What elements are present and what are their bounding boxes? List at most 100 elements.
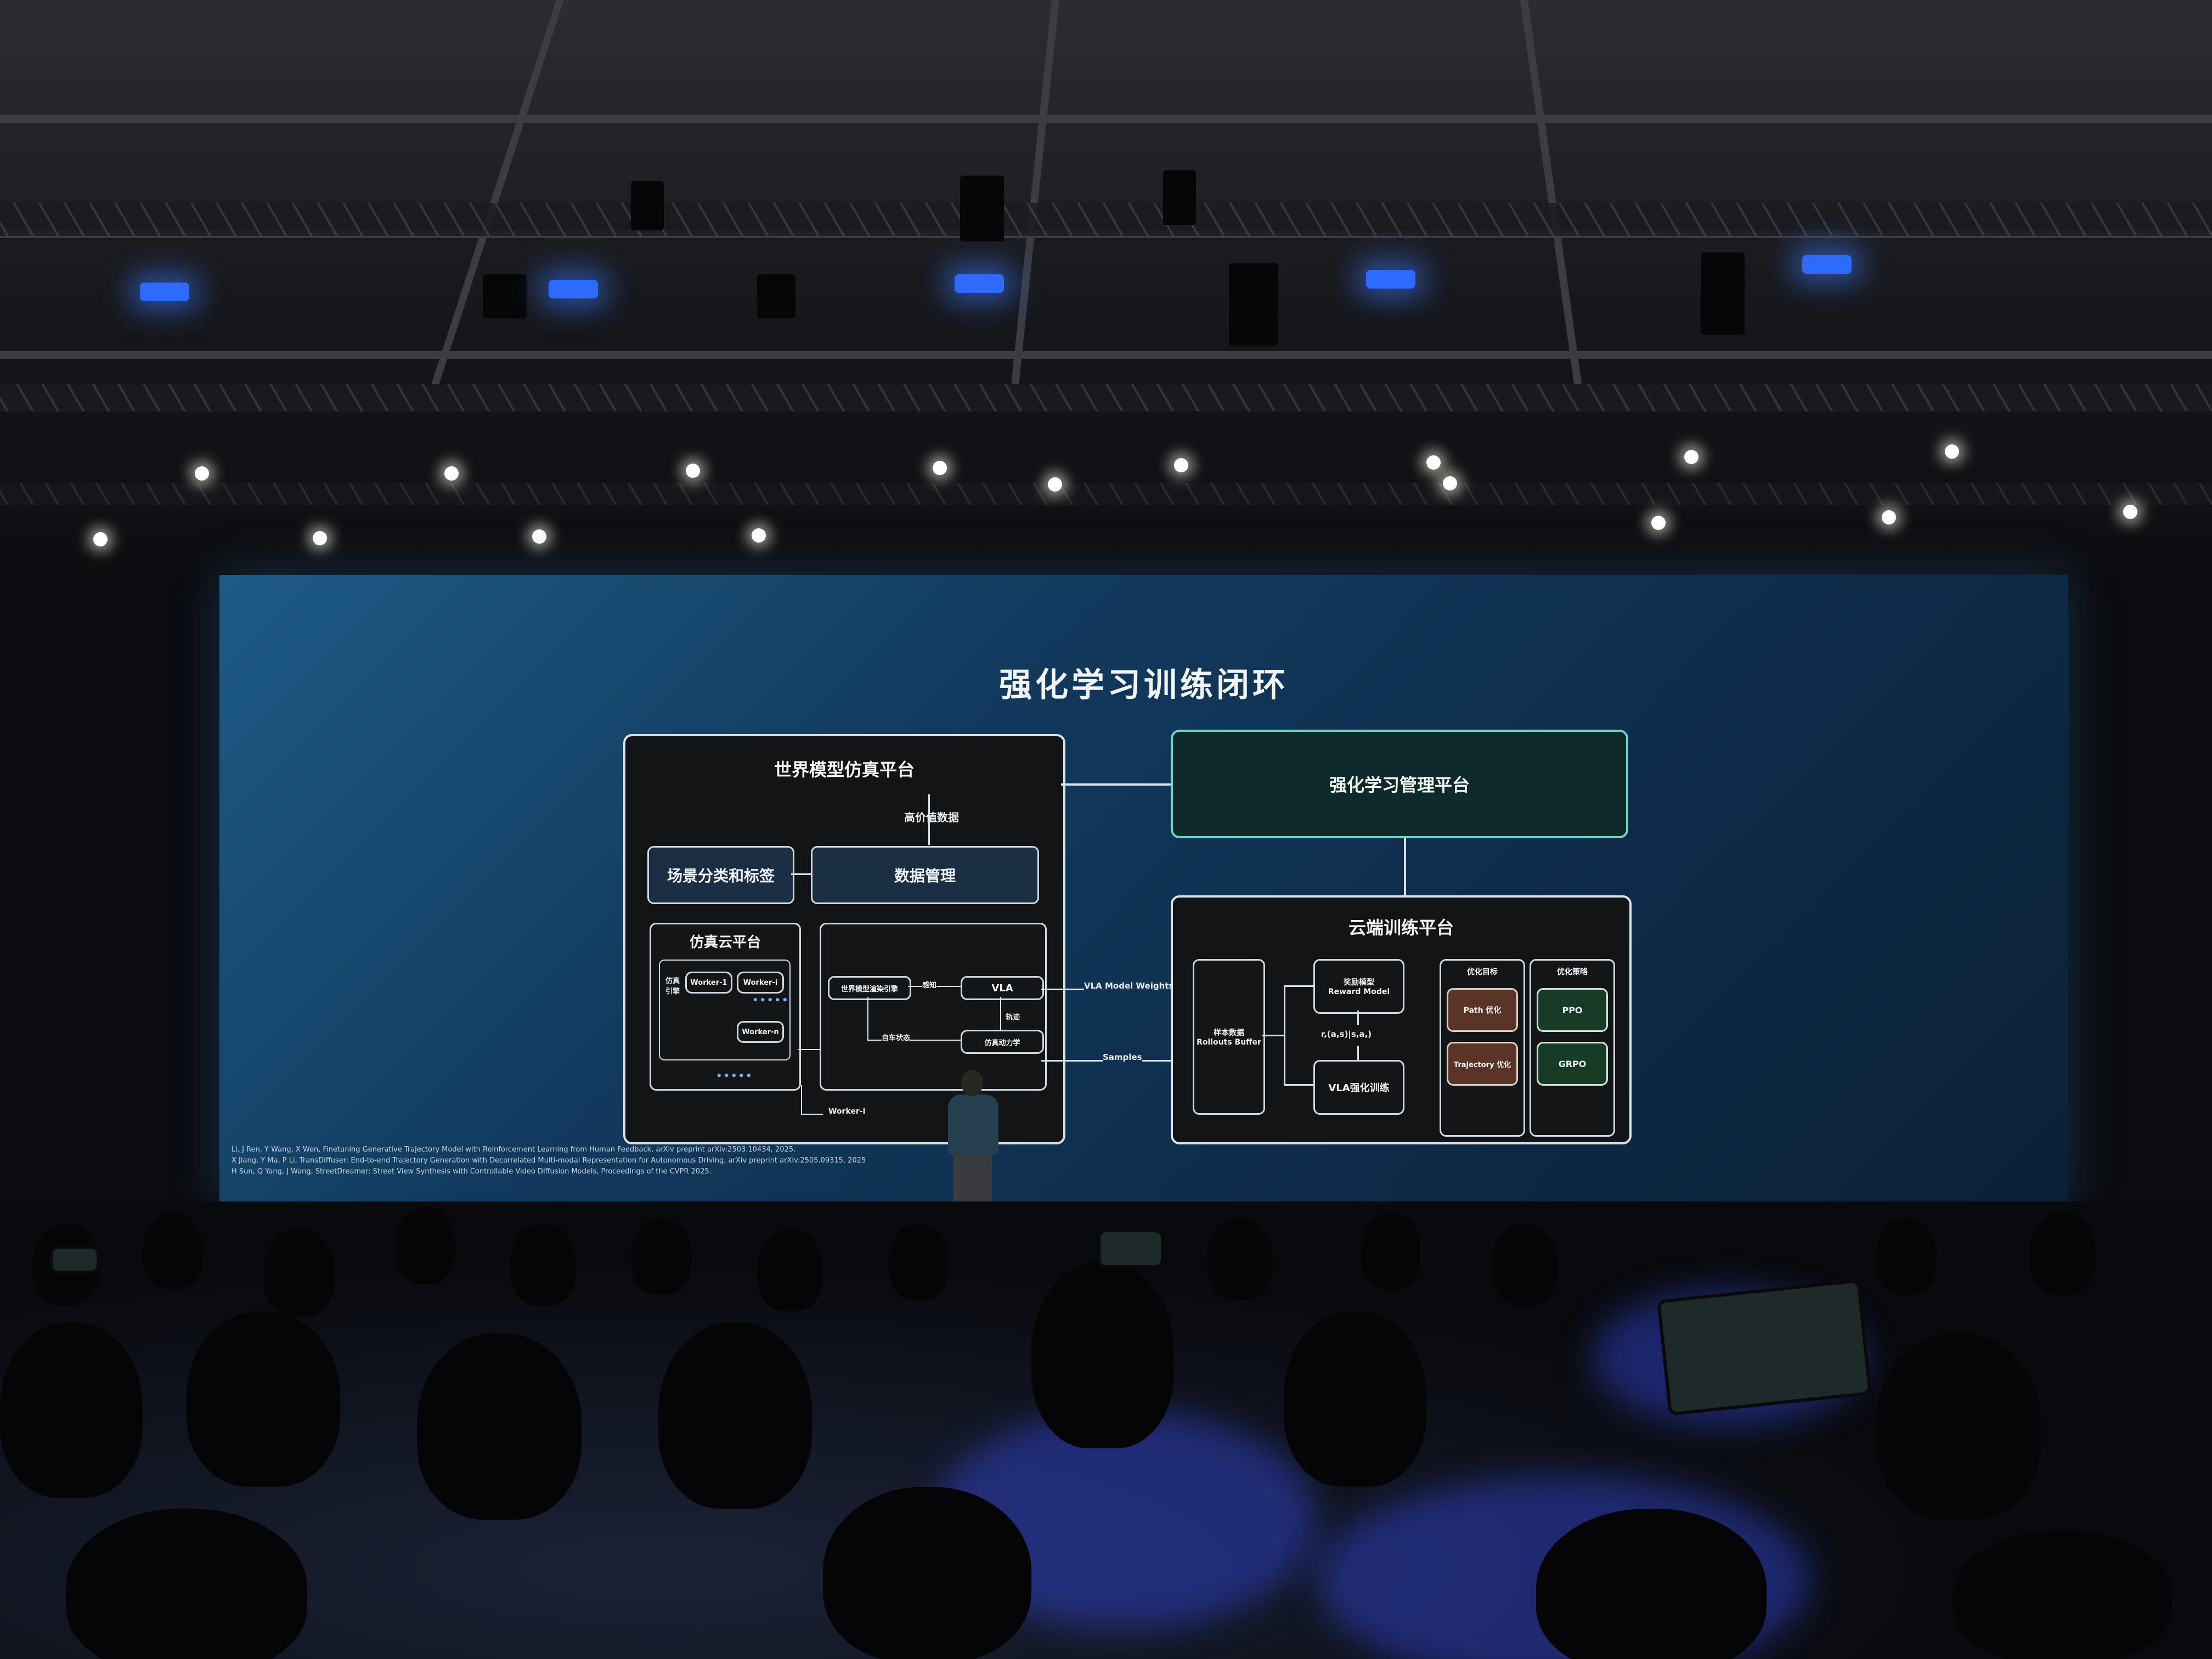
ceiling-spotlight: [2123, 505, 2137, 519]
ceiling-spotlight: [1426, 455, 1441, 470]
worker-1-box: Worker-1: [685, 972, 732, 994]
ceiling-spotlight: [93, 532, 108, 546]
audience-head: [1207, 1218, 1273, 1300]
ceiling-spotlight: [933, 461, 947, 475]
ceiling-beam: [1520, 0, 1582, 384]
stage-light-fixture: [757, 274, 795, 318]
world-model-platform-panel: 世界模型仿真平台 高价值数据 场景分类和标签 数据管理 仿真云平台 仿真引擎 W…: [623, 734, 1065, 1144]
ceiling-spotlight: [1882, 510, 1896, 524]
audience-head: [889, 1223, 949, 1300]
sim-cloud-panel: 仿真云平台 仿真引擎 Worker-1 Worker-i ••••• Worke…: [650, 923, 801, 1091]
audience-head: [510, 1223, 576, 1306]
connector-line: [1357, 1046, 1359, 1060]
ceiling-spotlight: [752, 528, 766, 543]
audience-head: [66, 1509, 307, 1659]
presenter-body: [948, 1094, 998, 1155]
ceiling-beam: [0, 115, 2212, 123]
blue-stage-light: [955, 274, 1004, 293]
trajectory-optimization-box: Trajectory 优化: [1447, 1042, 1518, 1086]
rollouts-buffer-box: 样本数据 Rollouts Buffer: [1193, 959, 1265, 1115]
audience-phone: [1097, 1229, 1164, 1268]
connector-line: [1404, 834, 1406, 895]
reference-2: X Jiang, Y Ma, P Li, TransDiffuser: End-…: [232, 1156, 866, 1165]
worker-i-output-label: Worker-i: [828, 1107, 866, 1116]
reference-3: H Sun, Q Yang, J Wang, StreetDreamer: St…: [232, 1167, 712, 1176]
audience-head: [417, 1333, 582, 1520]
audience-head: [757, 1229, 823, 1311]
connector-line: [1262, 1035, 1284, 1036]
ceiling-beam: [1011, 0, 1059, 384]
connector-line: [1000, 997, 1001, 1040]
stage-light-fixture: [631, 181, 664, 230]
stage-light-fixture: [960, 176, 1004, 241]
cloud-training-platform-panel: 云端训练平台 样本数据 Rollouts Buffer 奖励模型 Reward …: [1171, 895, 1632, 1144]
ceiling-spotlight: [1684, 450, 1699, 464]
audience-head: [658, 1322, 812, 1509]
blue-stage-light: [140, 283, 189, 301]
optimization-objectives-panel: 优化目标 Path 优化 Trajectory 优化: [1440, 959, 1525, 1137]
ceiling-spotlight: [1443, 476, 1457, 490]
worker-i-box: Worker-i: [737, 972, 784, 994]
connector-line: [798, 1049, 820, 1050]
lighting-truss: [0, 483, 2212, 505]
world-model-loop-panel: 世界模型渲染引擎 感知 VLA 轨迹 自车状态 仿真动力学: [820, 923, 1047, 1091]
vla-box: VLA: [961, 976, 1044, 1000]
ego-state-label: 自车状态: [882, 1032, 911, 1042]
ceiling-spotlight: [1651, 516, 1666, 530]
audience-head: [187, 1311, 340, 1487]
samples-edge-label: Samples: [1103, 1052, 1142, 1062]
audience-head: [1536, 1509, 1767, 1659]
weights-edge-label: VLA Model Weights: [1084, 981, 1174, 991]
ceiling-beam: [431, 0, 564, 384]
stage-light-fixture: [1163, 170, 1196, 225]
reward-model-cn: 奖励模型: [1344, 978, 1374, 987]
presenter-head: [961, 1070, 983, 1096]
rl-management-platform-title: 强化学习管理平台: [1329, 775, 1470, 795]
ellipsis-dots: •••••: [716, 1070, 753, 1082]
rl-management-platform-panel: 强化学习管理平台: [1171, 730, 1628, 838]
sim-cloud-inner: 仿真引擎 Worker-1 Worker-i ••••• Worker-n: [659, 960, 791, 1060]
ceiling-spotlight: [686, 464, 700, 478]
audience-phone: [1656, 1279, 1872, 1416]
ceiling-beam: [0, 351, 2212, 359]
ceiling-spotlight: [1048, 477, 1062, 492]
audience: [0, 1201, 2212, 1659]
connector-line: [1357, 1011, 1359, 1025]
ppo-box: PPO: [1537, 988, 1608, 1032]
rollouts-buffer-cn: 样本数据: [1214, 1029, 1244, 1037]
blue-stage-light: [1802, 255, 1852, 274]
stage-light-fixture: [483, 274, 527, 318]
stage-light-fixture: [1229, 263, 1278, 346]
lighting-truss: [0, 203, 2212, 236]
objectives-title: 优化目标: [1467, 968, 1498, 977]
references: Li, J Ren, Y Wang, X Wen, Finetuning Gen…: [232, 1144, 866, 1177]
strategy-title: 优化策略: [1557, 968, 1588, 977]
connector-line: [1284, 985, 1313, 987]
worker-n-box: Worker-n: [737, 1021, 784, 1043]
blue-stage-light: [549, 280, 598, 298]
connector-line: [791, 873, 811, 875]
scene-classification-box: 场景分类和标签: [647, 846, 794, 904]
rollouts-buffer-en: Rollouts Buffer: [1197, 1038, 1261, 1047]
audience-head: [1953, 1531, 2172, 1659]
ceiling-spotlight: [1174, 458, 1188, 472]
blue-stage-light: [1366, 270, 1415, 289]
connector-line: [801, 1114, 823, 1115]
audience-head: [395, 1207, 455, 1284]
data-management-box: 数据管理: [811, 846, 1039, 904]
connector-line: [1284, 1084, 1313, 1086]
connector-line: [1061, 783, 1171, 786]
reward-model-en: Reward Model: [1328, 988, 1390, 996]
sim-dynamics-box: 仿真动力学: [961, 1030, 1044, 1054]
reference-1: Li, J Ren, Y Wang, X Wen, Finetuning Gen…: [232, 1146, 796, 1154]
audience-head: [631, 1218, 691, 1295]
connector-line: [1284, 985, 1285, 1084]
grpo-box: GRPO: [1537, 1042, 1608, 1086]
ceiling-spotlight: [313, 531, 327, 545]
vla-rl-training-box: VLA强化训练: [1313, 1060, 1404, 1115]
audience-head: [143, 1212, 203, 1289]
audience-head: [2030, 1212, 2096, 1295]
trajectory-label: 轨迹: [1006, 1013, 1020, 1022]
lighting-truss: [0, 384, 2212, 411]
